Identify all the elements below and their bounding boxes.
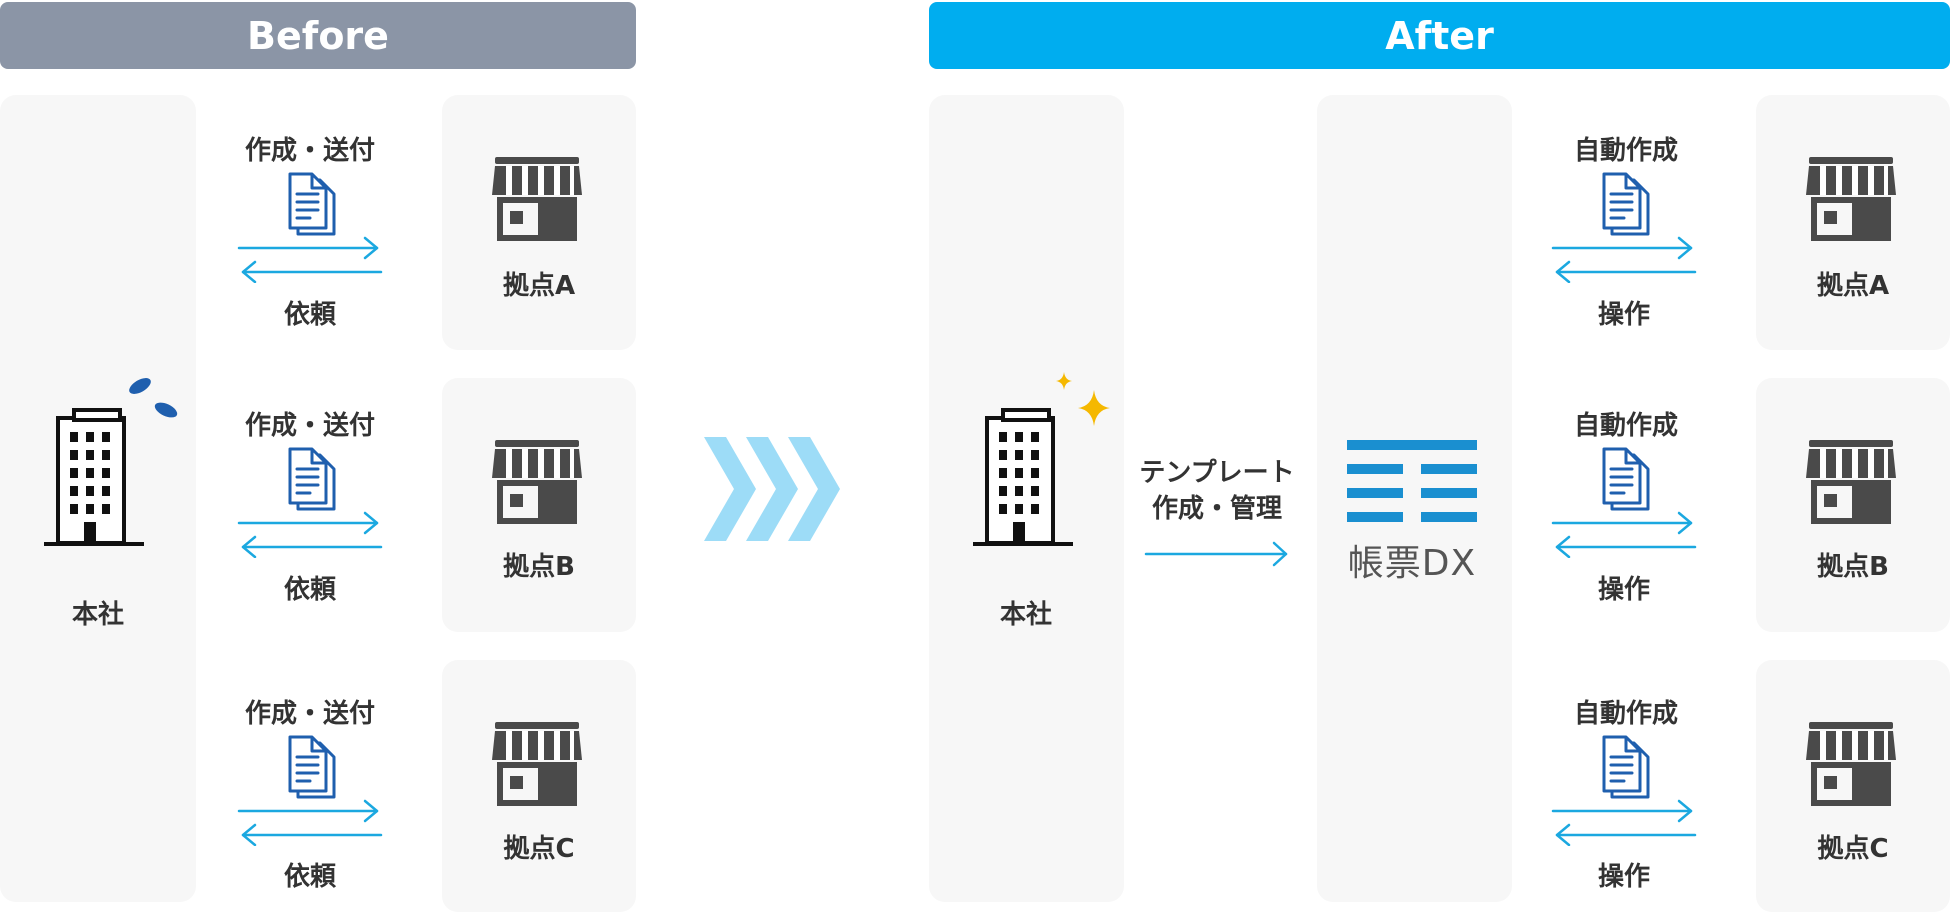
bidirectional-arrows bbox=[1551, 798, 1697, 846]
triple-chevron-right-icon bbox=[704, 437, 840, 541]
storefront-icon bbox=[492, 440, 582, 524]
document-icon bbox=[1598, 735, 1654, 801]
after-row-b-top-label: 自動作成 bbox=[1573, 411, 1679, 441]
product-panel bbox=[1317, 95, 1512, 902]
template-label-line1: テンプレート bbox=[1139, 458, 1295, 488]
bidirectional-arrows bbox=[1551, 510, 1697, 558]
chouhyou-dx-logo-icon bbox=[1347, 440, 1477, 522]
bidirectional-arrows bbox=[237, 798, 383, 846]
before-row-b-top-label: 作成・送付 bbox=[244, 411, 376, 441]
after-store-a-label: 拠点A bbox=[1816, 271, 1890, 301]
after-store-b-label: 拠点B bbox=[1817, 552, 1889, 582]
after-row-a-top-label: 自動作成 bbox=[1573, 136, 1679, 166]
template-label-line2: 作成・管理 bbox=[1151, 494, 1283, 524]
document-icon bbox=[284, 735, 340, 801]
after-row-a-bottom-label: 操作 bbox=[1597, 300, 1651, 330]
after-store-c-label: 拠点C bbox=[1817, 834, 1889, 864]
before-row-c-top-label: 作成・送付 bbox=[244, 699, 376, 729]
office-building-icon bbox=[44, 408, 154, 548]
sweat-drop-icon bbox=[129, 378, 178, 418]
after-hq-label: 本社 bbox=[999, 600, 1053, 630]
arrow-right-icon bbox=[1144, 541, 1288, 567]
storefront-icon bbox=[492, 157, 582, 241]
document-icon bbox=[284, 172, 340, 238]
before-title: Before bbox=[247, 13, 389, 58]
storefront-icon bbox=[492, 722, 582, 806]
before-row-b-bottom-label: 依頼 bbox=[283, 575, 337, 605]
before-row-a-bottom-label: 依頼 bbox=[283, 300, 337, 330]
storefront-icon bbox=[1806, 440, 1896, 524]
before-store-b-label: 拠点B bbox=[503, 552, 575, 582]
before-store-c-label: 拠点C bbox=[503, 834, 575, 864]
storefront-icon bbox=[1806, 157, 1896, 241]
after-banner: After bbox=[929, 2, 1950, 69]
document-icon bbox=[1598, 172, 1654, 238]
product-name: 帳票DX bbox=[1347, 543, 1477, 584]
after-row-c-bottom-label: 操作 bbox=[1597, 862, 1651, 892]
before-banner: Before bbox=[0, 2, 636, 69]
before-hq-label: 本社 bbox=[71, 600, 125, 630]
document-icon bbox=[1598, 447, 1654, 513]
bidirectional-arrows bbox=[1551, 235, 1697, 283]
before-row-a-top-label: 作成・送付 bbox=[244, 136, 376, 166]
after-row-b-bottom-label: 操作 bbox=[1597, 575, 1651, 605]
storefront-icon bbox=[1806, 722, 1896, 806]
sparkle-icon bbox=[1056, 372, 1110, 426]
before-row-c-bottom-label: 依頼 bbox=[283, 862, 337, 892]
bidirectional-arrows bbox=[237, 235, 383, 283]
after-row-c-top-label: 自動作成 bbox=[1573, 699, 1679, 729]
after-title: After bbox=[1385, 13, 1494, 58]
before-store-a-label: 拠点A bbox=[502, 271, 576, 301]
document-icon bbox=[284, 447, 340, 513]
bidirectional-arrows bbox=[237, 510, 383, 558]
